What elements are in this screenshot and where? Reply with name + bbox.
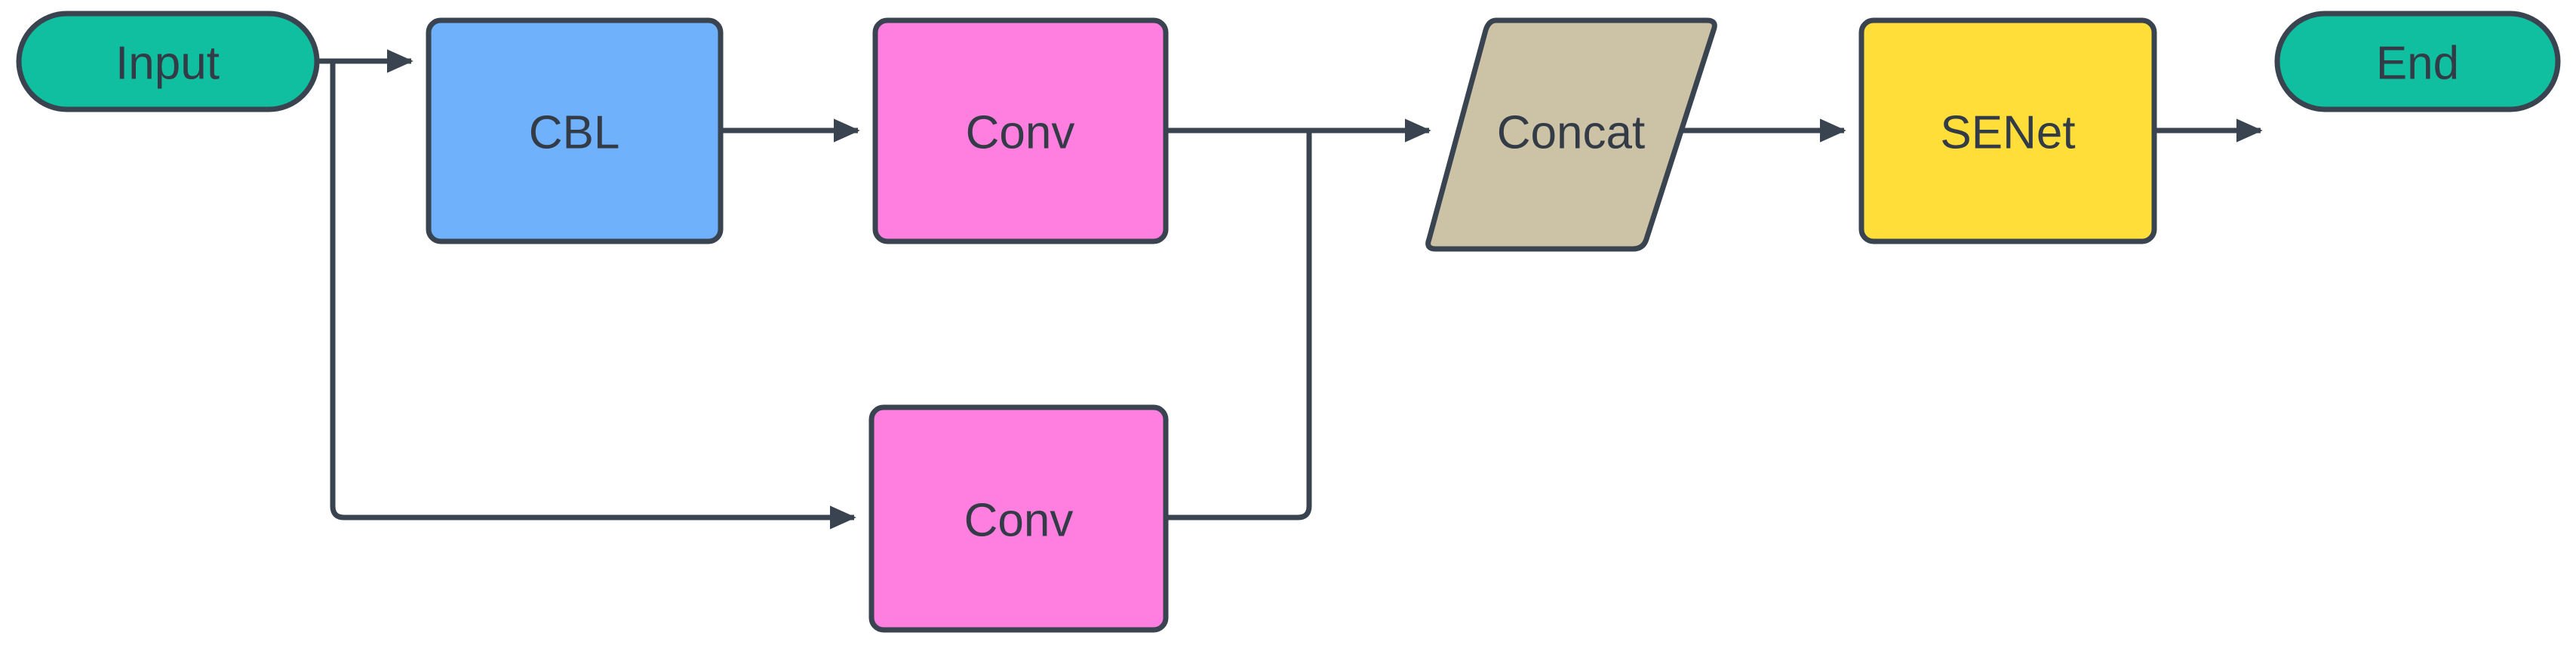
node-senet[interactable]: SENet xyxy=(1858,17,2157,244)
end-shape[interactable] xyxy=(2274,11,2561,112)
node-conv-bottom[interactable]: Conv xyxy=(868,404,1169,633)
concat-shape[interactable] xyxy=(1425,17,1717,252)
node-end[interactable]: End xyxy=(2274,11,2561,112)
senet-shape[interactable] xyxy=(1858,17,2157,244)
edge-conv-bottom-to-merge[interactable] xyxy=(1166,131,1312,520)
node-layer: Input CBL Conv Conv Concat xyxy=(16,11,2561,633)
node-conv-top[interactable]: Conv xyxy=(872,17,1169,244)
edge-layer xyxy=(317,49,2263,530)
conv-top-shape[interactable] xyxy=(872,17,1169,244)
node-input[interactable]: Input xyxy=(16,11,320,112)
node-concat[interactable]: Concat xyxy=(1425,17,1717,252)
edge-input-branch-to-conv-bottom[interactable] xyxy=(330,61,856,530)
input-shape[interactable] xyxy=(16,11,320,112)
cbl-shape[interactable] xyxy=(426,17,724,244)
node-cbl[interactable]: CBL xyxy=(426,17,724,244)
conv-bottom-shape[interactable] xyxy=(868,404,1169,633)
